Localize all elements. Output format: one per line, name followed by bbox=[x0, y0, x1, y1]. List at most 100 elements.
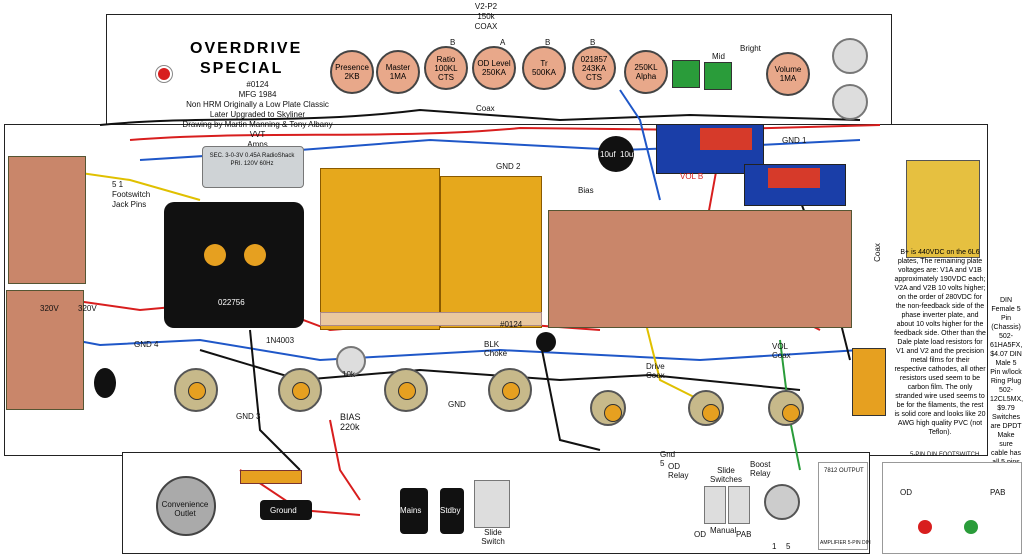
pot-021857[interactable]: 021857 243KA CTS bbox=[572, 46, 616, 90]
tube-socket-6 bbox=[688, 390, 724, 426]
pot-ratio[interactable]: Ratio 100KL CTS bbox=[424, 46, 468, 90]
label-od: OD bbox=[694, 530, 706, 539]
label-din-title: AMPLIFIER 5-PIN DIN bbox=[820, 540, 871, 546]
label-coax-top: Coax bbox=[476, 104, 495, 113]
label-ground: Ground bbox=[270, 506, 297, 515]
pot-letter-b: B bbox=[450, 38, 456, 47]
label-diode: 1N4003 bbox=[266, 336, 295, 345]
info-desc1: Non HRM Originally a Low Plate Classic bbox=[186, 100, 329, 109]
tube-socket-1 bbox=[174, 368, 218, 412]
label-conv: Convenience Outlet bbox=[161, 500, 209, 518]
bias-pot[interactable] bbox=[336, 346, 366, 376]
tube-socket-4 bbox=[488, 368, 532, 412]
pot-value: 2KB bbox=[344, 72, 360, 81]
convenience-outlet bbox=[156, 476, 216, 536]
pot-od-level[interactable]: OD Level 250KA bbox=[472, 46, 516, 90]
slide-switch-od[interactable] bbox=[704, 486, 726, 524]
main-turret-board bbox=[548, 210, 852, 328]
label-bright: Bright bbox=[740, 44, 761, 53]
slide-switch[interactable] bbox=[474, 480, 510, 528]
switch-mid-a[interactable] bbox=[672, 60, 700, 88]
label-gnd1: GND 1 bbox=[782, 136, 807, 145]
top-label-v2p2: V2-P2 bbox=[474, 2, 498, 11]
pot-master[interactable]: Master 1MA bbox=[376, 50, 420, 94]
tube-socket-5 bbox=[590, 390, 626, 426]
label-od-relay: OD Relay bbox=[668, 462, 689, 480]
pot-name: Volume bbox=[774, 65, 802, 74]
fuse-holder bbox=[240, 470, 302, 484]
slide-switch-pab[interactable] bbox=[728, 486, 750, 524]
pot-name: 021857 bbox=[580, 54, 608, 64]
pot-name: Master bbox=[385, 63, 411, 72]
info-mfg: MFG 1984 bbox=[238, 90, 277, 99]
label-manual: Manual bbox=[710, 526, 737, 535]
stdby-switch[interactable] bbox=[440, 488, 464, 534]
pot-presence[interactable]: Presence 2KB bbox=[330, 50, 374, 94]
label-mains: Mains bbox=[400, 506, 422, 515]
switch-mid-b[interactable] bbox=[704, 62, 732, 90]
pot-value: Alpha bbox=[635, 72, 657, 81]
label-boost-relay: Boost Relay bbox=[750, 460, 771, 478]
din-socket[interactable] bbox=[764, 484, 800, 520]
pot-volume[interactable]: Volume 1MA bbox=[766, 52, 810, 96]
info-drawing: Drawing by Martin Manning & Tony Albany … bbox=[182, 120, 333, 139]
label-blk-choke: BLK Choke bbox=[484, 340, 508, 358]
power-board-bottom bbox=[6, 290, 84, 410]
label-fs-pab: PAB bbox=[990, 488, 1006, 497]
fs-led-green-icon bbox=[964, 520, 978, 534]
label-320v-a: 320V bbox=[40, 304, 59, 313]
label-gnd-low: GND bbox=[448, 400, 466, 409]
tube-socket-2 bbox=[278, 368, 322, 412]
cap-10uf-a bbox=[598, 136, 634, 172]
info-amps: Amps bbox=[247, 140, 268, 149]
mains-switch[interactable] bbox=[400, 488, 428, 534]
footswitch-board bbox=[906, 160, 980, 258]
label-gnd4: GND 4 bbox=[134, 340, 159, 349]
right-pot-b[interactable] bbox=[832, 84, 868, 120]
resistor-strip bbox=[320, 312, 542, 326]
b-plus-note: B+ is 440VDC on the 6L6 plates, The rema… bbox=[894, 249, 986, 436]
pot-value: 100KL CTS bbox=[434, 63, 458, 82]
label-coax-right: Coax bbox=[872, 243, 882, 262]
fs-led-red-icon bbox=[918, 520, 932, 534]
relay-red-a-inner bbox=[700, 128, 752, 150]
label-320v-b: 320V bbox=[78, 304, 97, 313]
label-vol-b: VOL B bbox=[680, 172, 704, 181]
pot-letter-b3: B bbox=[590, 38, 596, 47]
label-footswitch: 5 1 Footswitch Jack Pins bbox=[112, 180, 151, 209]
input-jack-icon bbox=[94, 368, 116, 398]
label-gnd3: GND 3 bbox=[236, 412, 261, 421]
pot-name: Presence bbox=[335, 63, 369, 72]
pot-letter-b2: B bbox=[545, 38, 551, 47]
pot-name: Ratio bbox=[436, 54, 456, 64]
pot-250kl[interactable]: 250KL Alpha bbox=[624, 50, 668, 94]
din-note: DIN Female 5 Pin (Chassis) 502-61HA5FX, … bbox=[990, 297, 1024, 475]
label-fs-title: 5-PIN DIN FOOTSWITCH bbox=[910, 452, 980, 458]
din-schematic bbox=[818, 462, 868, 550]
transformer-post-a bbox=[204, 244, 226, 266]
pot-letter-a: A bbox=[500, 38, 506, 47]
transformer-post-b bbox=[244, 244, 266, 266]
label-drive-coax: Drive Coax bbox=[646, 362, 665, 380]
label-pab: PAB bbox=[736, 530, 752, 539]
pot-treble[interactable]: Tr 500KA bbox=[522, 46, 566, 90]
title-line2: SPECIAL bbox=[200, 60, 284, 77]
pot-value: 1MA bbox=[779, 74, 797, 83]
label-mid: Mid bbox=[712, 52, 725, 61]
right-pot-a[interactable] bbox=[832, 38, 868, 74]
label-bias-pot: BIAS 220k bbox=[340, 412, 361, 432]
label-bias: Bias bbox=[578, 186, 594, 195]
small-transformer bbox=[202, 146, 304, 188]
label-bias-pot-val: 10k bbox=[342, 370, 355, 379]
label-din-pin1: 1 bbox=[772, 542, 777, 551]
top-label-coax: COAX bbox=[474, 22, 498, 31]
pot-name: Tr bbox=[540, 59, 548, 68]
top-label-150k: 150k bbox=[477, 12, 495, 21]
relay-red-b-inner bbox=[768, 168, 820, 188]
transformer-label: 022756 bbox=[218, 298, 245, 307]
black-knob-icon bbox=[536, 332, 556, 352]
small-transformer-label: SEC. 3-0-3V 0.45A RadioShack PRI. 120V 6… bbox=[209, 153, 295, 167]
footswitch-schematic bbox=[882, 462, 1022, 554]
title-line1: OVERDRIVE bbox=[190, 40, 303, 57]
label-fs-od: OD bbox=[900, 488, 912, 497]
